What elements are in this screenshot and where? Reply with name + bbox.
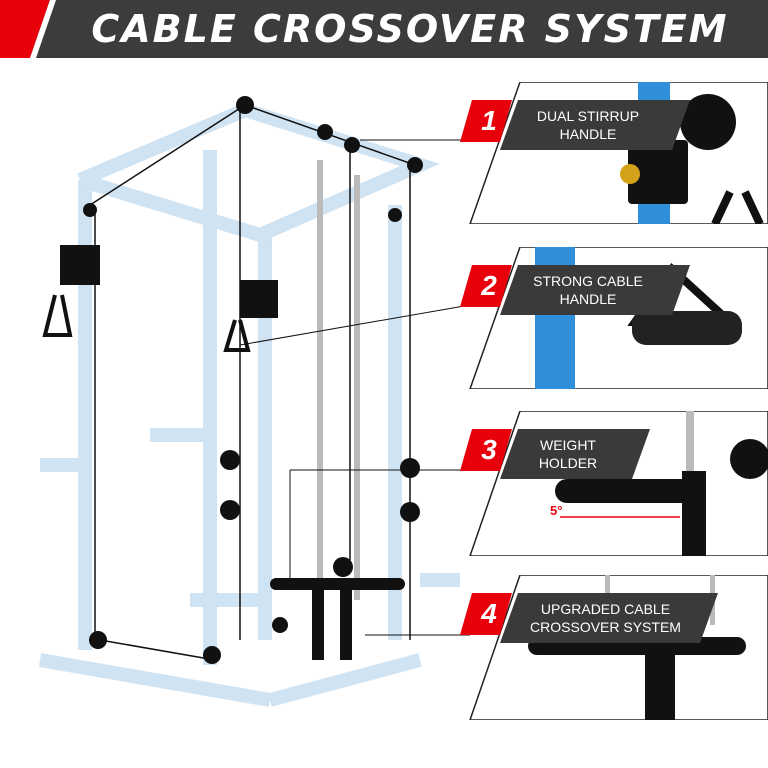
feature-number: 1 — [481, 105, 497, 136]
feature-panel-weight-holder: 5° 3 WEIGHT HOLDER — [460, 411, 768, 556]
feature-label: UPGRADED CABLE CROSSOVER SYSTEM — [530, 601, 681, 635]
banner-shape — [0, 0, 768, 58]
weight-horn-icon — [555, 479, 695, 503]
feature-panel-dual-stirrup-handle: 1 DUAL STIRRUP HANDLE — [460, 82, 768, 224]
feature-label: STRONG CABLE HANDLE — [533, 273, 643, 307]
banner-title: CABLE CROSSOVER SYSTEM — [91, 7, 729, 51]
pulley-icon — [680, 94, 736, 150]
pulley-icon — [730, 439, 768, 479]
feature-label: DUAL STIRRUP HANDLE — [536, 108, 640, 142]
feature-label: WEIGHT HOLDER — [538, 437, 598, 471]
bracket-icon — [628, 140, 688, 204]
badge-1 — [460, 100, 512, 142]
feature-panel-upgraded-cable-crossover: 4 UPGRADED CABLE CROSSOVER SYSTEM — [460, 575, 768, 720]
feature-number: 3 — [481, 434, 497, 465]
title-banner: CABLE CROSSOVER SYSTEM — [0, 0, 768, 58]
feature-panel-strong-cable-handle: 2 STRONG CABLE HANDLE — [460, 247, 768, 389]
angle-note: 5° — [550, 503, 563, 518]
power-rack-illustration — [38, 96, 470, 707]
feature-number: 2 — [481, 270, 497, 301]
grip-icon — [632, 311, 742, 345]
feature-number: 4 — [481, 598, 497, 629]
